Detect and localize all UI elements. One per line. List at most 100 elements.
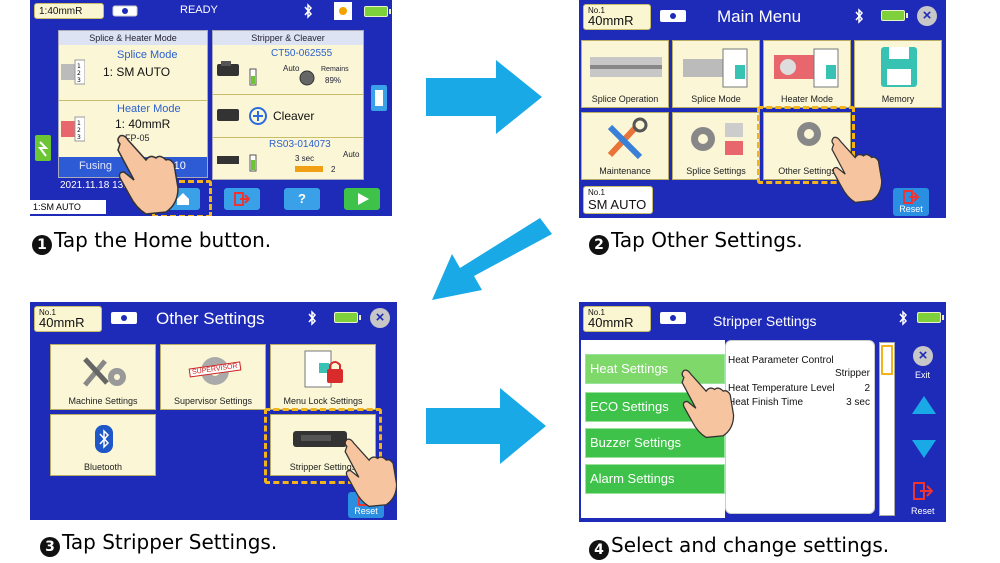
svg-text:1: 1 [77, 63, 81, 70]
mode-tag: No.1 40mmR [583, 306, 651, 332]
scrollbar[interactable] [879, 342, 895, 516]
bluetooth-icon [304, 3, 313, 19]
menu-alarm-settings[interactable]: Alarm Settings [585, 464, 725, 494]
bottom-mode: 1:SM AUTO [30, 200, 106, 214]
close-button[interactable]: × [370, 308, 390, 328]
gear-icon [797, 122, 821, 146]
highlight-other-settings [757, 106, 855, 184]
stripper-auto: Auto [343, 150, 360, 159]
cleaver-card[interactable]: CT50-062555 Auto Remains 89% [213, 46, 363, 92]
hand-pointer-icon [681, 369, 735, 439]
bluetooth-icon [899, 310, 908, 326]
svg-text:2: 2 [77, 70, 81, 77]
arrow-right-top [426, 60, 542, 134]
tile-memory[interactable]: Memory [854, 40, 942, 108]
help-button[interactable]: ? [284, 188, 320, 210]
bluetooth-icon [855, 8, 864, 24]
splice-heater-header: Splice & Heater Mode [59, 31, 207, 45]
exit-button[interactable] [224, 188, 260, 210]
fiber-holder-icon [660, 312, 686, 324]
side-battery-icon[interactable] [34, 134, 52, 162]
fiber-icon: 123 [61, 59, 85, 85]
tile-bluetooth[interactable]: Bluetooth [50, 414, 156, 476]
stripper-level: 2 [331, 165, 336, 174]
add-cleaver-card[interactable]: Cleaver [213, 94, 363, 136]
stripper-card[interactable]: RS03-014073 3 sec Auto 2 [213, 137, 363, 179]
bottom-mode-tag: No.1 SM AUTO [583, 186, 653, 214]
svg-text:2: 2 [77, 127, 81, 134]
arrow-right-bottom [426, 388, 546, 464]
stripper-time: 3 sec [295, 154, 315, 163]
screen-main-menu: No.1 40mmR Main Menu × Splice Operation … [579, 0, 946, 218]
screen-other-settings: No.1 40mmR Other Settings × Machine Sett… [30, 302, 397, 520]
highlight-stripper-settings [264, 408, 382, 484]
svg-text:3: 3 [77, 134, 81, 141]
cleaver-icon [217, 61, 239, 76]
battery-icon [917, 312, 944, 323]
page-title: Other Settings [156, 309, 265, 328]
sun-icon [334, 2, 352, 20]
exit-close-button[interactable]: × [913, 346, 933, 366]
tools-gear-icon [83, 357, 126, 387]
menu-heat-settings[interactable]: Heat Settings [585, 354, 725, 384]
battery-icon [364, 6, 391, 17]
stripper-cleaver-panel: Stripper & Cleaver CT50-062555 Auto Rema… [212, 30, 364, 180]
svg-text:1: 1 [77, 120, 81, 127]
mode-tag: No.1 40mmR [583, 4, 651, 30]
battery-small-icon [249, 154, 257, 172]
tile-heater-mode[interactable]: Heater Mode [763, 40, 851, 108]
tile-splice-mode[interactable]: Splice Mode [672, 40, 760, 108]
mode-tag: No.1 40mmR [34, 306, 102, 332]
heater-sub: FP-05 [125, 133, 150, 143]
tools-icon [607, 117, 648, 160]
stripper-device-icon [293, 431, 347, 447]
side-fiber-icon[interactable] [370, 84, 388, 112]
down-arrow-icon[interactable] [911, 438, 937, 460]
fiber-holder-icon [112, 5, 138, 17]
status-bar: 1:40mmR READY [30, 0, 392, 22]
cleaver-id: CT50-062555 [271, 48, 333, 59]
plus-icon [249, 107, 267, 125]
tile-splice-settings[interactable]: Splice Settings [672, 112, 760, 180]
exit-label: Exit [915, 370, 931, 380]
stripper-device-icon [217, 109, 239, 121]
reset-button[interactable]: Reset [893, 188, 929, 216]
hand-pointer-icon [344, 438, 397, 508]
home-icon [177, 193, 189, 205]
page-title: Stripper Settings [713, 313, 817, 329]
exit-icon[interactable] [913, 482, 933, 500]
splice-mode-title: Splice Mode [117, 49, 178, 61]
start-button[interactable] [344, 188, 380, 210]
exit-icon [234, 192, 250, 206]
tile-machine-settings[interactable]: Machine Settings [50, 344, 156, 410]
play-icon [358, 193, 369, 205]
cleaver-add-label: Cleaver [273, 109, 315, 123]
scroll-thumb[interactable] [881, 345, 893, 375]
tile-maintenance[interactable]: Maintenance [581, 112, 669, 180]
tile-splice-operation[interactable]: Splice Operation [581, 40, 669, 108]
bluetooth-icon [308, 310, 317, 326]
battery-icon [881, 10, 908, 21]
up-arrow-icon[interactable] [911, 394, 937, 416]
heater-icon: 123 [61, 116, 85, 142]
fiber-holder-icon [111, 312, 137, 324]
battery-small-icon [249, 68, 257, 86]
close-button[interactable]: × [917, 6, 937, 26]
tile-menu-lock-settings[interactable]: Menu Lock Settings [270, 344, 376, 410]
blade-icon [299, 70, 315, 86]
splice-mode-value: 1: SM AUTO [103, 65, 171, 79]
page-title: Main Menu [717, 7, 802, 26]
stripper-cleaver-header: Stripper & Cleaver [213, 31, 363, 45]
tile-supervisor-settings[interactable]: SUPERVISOR Supervisor Settings [160, 344, 266, 410]
stripper-icon [217, 156, 239, 164]
exit-icon [903, 190, 919, 204]
splice-mode-icon [683, 48, 748, 88]
status-text: READY [180, 4, 218, 16]
